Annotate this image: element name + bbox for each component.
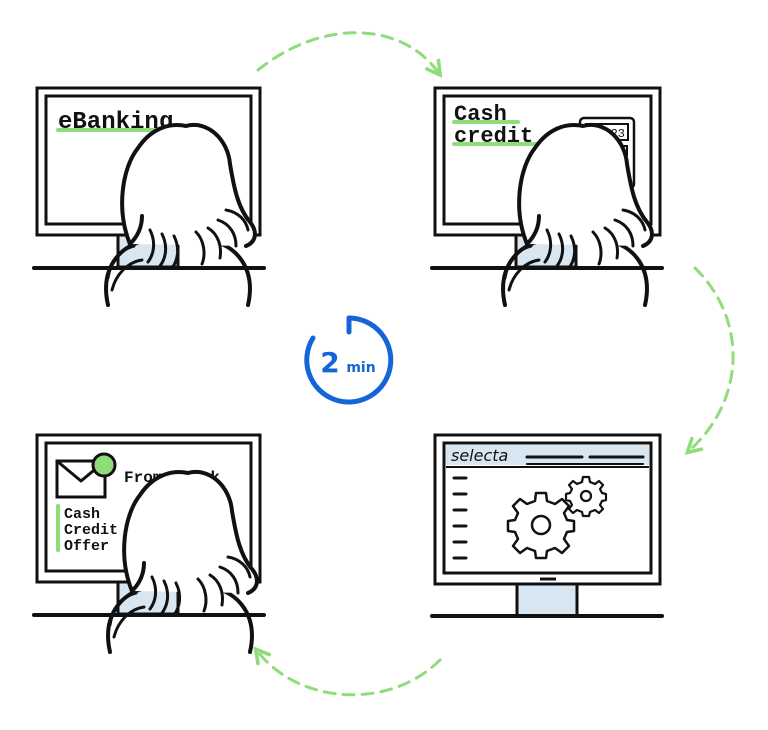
gear-large-icon [506, 491, 576, 560]
flow-arrow-right [684, 266, 735, 455]
notification-dot-icon [91, 452, 117, 478]
screen-header-bar [446, 445, 649, 465]
panel-title-line1: Cash [454, 102, 507, 127]
panel-title-line2: credit [454, 124, 533, 149]
timer-number: 2 [320, 346, 339, 379]
panel-selecta: selecta [430, 433, 664, 618]
timer-ring [304, 315, 394, 405]
email-line3: Offer [64, 538, 109, 555]
panel-ebanking: eBanking [32, 86, 266, 308]
email-line2: Credit [64, 522, 118, 539]
timer-badge: 2 min [304, 315, 394, 405]
timer-unit: min [346, 360, 375, 376]
sidebar-menu-lines [452, 476, 468, 560]
panel-email: From: Bank Cash Credit Offer [32, 433, 266, 654]
flow-arrow-top [256, 31, 443, 78]
gear-small-icon [564, 475, 608, 518]
email-line1: Cash [64, 506, 100, 523]
app-title: selecta [451, 446, 508, 465]
monitor-stand [515, 582, 579, 618]
panel-cash-credit: 123 Cash credit [430, 86, 664, 308]
flow-arrow-bottom [253, 646, 442, 697]
